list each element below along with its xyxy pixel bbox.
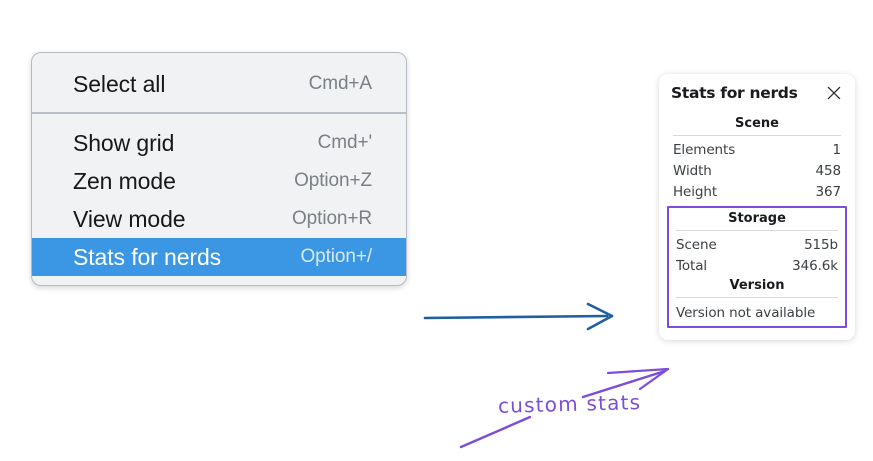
menu-item-label: Stats for nerds	[73, 243, 222, 270]
stat-row-storage-total: Total 346.6k	[674, 255, 840, 276]
storage-divider	[676, 230, 838, 231]
menu-item-show-grid[interactable]: Show grid Cmd+'	[32, 124, 406, 162]
annotation-label-custom-stats: custom stats	[497, 390, 642, 418]
storage-heading: Storage	[728, 211, 786, 226]
stats-for-nerds-panel: Stats for nerds Scene Elements 1 Width 4…	[659, 74, 855, 340]
stats-section-storage: Storage Scene 515b Total 346.6k	[674, 209, 840, 276]
blue-arrow	[423, 302, 614, 331]
stat-row-height: Height 367	[671, 181, 843, 202]
purple-underline-stroke	[459, 415, 532, 449]
menu-item-shortcut: Option+Z	[294, 170, 372, 191]
menu-item-label: Show grid	[73, 129, 175, 156]
stats-panel-header: Stats for nerds	[671, 84, 843, 102]
stat-value: 367	[815, 183, 842, 200]
stat-label: Width	[673, 162, 712, 179]
stat-label: Elements	[673, 141, 736, 158]
context-menu-section-2: Show grid Cmd+' Zen mode Option+Z View m…	[32, 112, 406, 285]
menu-item-shortcut: Cmd+'	[317, 132, 372, 153]
menu-item-zen-mode[interactable]: Zen mode Option+Z	[32, 162, 406, 200]
stats-section-version: Version Version not available	[674, 276, 840, 322]
stat-value: 515b	[804, 236, 838, 253]
menu-item-shortcut: Option+/	[300, 246, 372, 267]
stat-row-elements: Elements 1	[671, 139, 843, 160]
custom-stats-highlight-box: Storage Scene 515b Total 346.6k Version …	[667, 206, 847, 328]
scene-divider	[673, 135, 841, 136]
stat-row-storage-scene: Scene 515b	[674, 234, 840, 255]
stat-value: 458	[815, 162, 842, 179]
stat-row-width: Width 458	[671, 160, 843, 181]
menu-item-select-all[interactable]: Select all Cmd+A	[32, 65, 406, 103]
stat-value: 1	[832, 141, 842, 158]
stats-section-scene: Scene Elements 1 Width 458 Height 367	[671, 114, 843, 202]
version-heading: Version	[729, 278, 785, 293]
version-text: Version not available	[676, 305, 816, 321]
menu-item-label: Zen mode	[73, 167, 176, 194]
stat-label: Scene	[676, 236, 717, 253]
menu-item-shortcut: Cmd+A	[308, 73, 372, 94]
menu-item-stats-for-nerds[interactable]: Stats for nerds Option+/	[32, 238, 406, 276]
menu-item-label: View mode	[73, 205, 186, 232]
close-icon[interactable]	[826, 85, 842, 101]
stats-panel-title: Stats for nerds	[671, 84, 798, 102]
version-divider	[676, 297, 838, 298]
menu-item-view-mode[interactable]: View mode Option+R	[32, 200, 406, 238]
menu-item-label: Select all	[73, 70, 166, 97]
stat-value: 346.6k	[792, 257, 838, 274]
menu-item-shortcut: Option+R	[292, 208, 372, 229]
context-menu[interactable]: Select all Cmd+A Show grid Cmd+' Zen mod…	[31, 52, 407, 286]
context-menu-section-1: Select all Cmd+A	[32, 55, 406, 112]
scene-heading: Scene	[735, 116, 779, 131]
stat-label: Total	[676, 257, 708, 274]
stat-label: Height	[673, 183, 718, 200]
